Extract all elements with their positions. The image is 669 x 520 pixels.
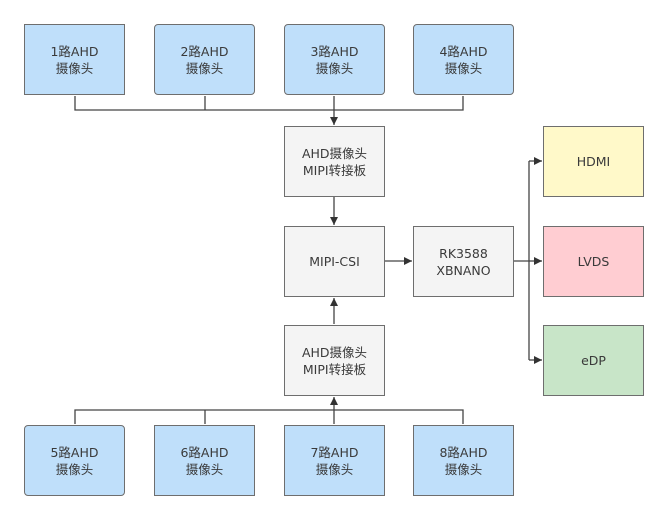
camera-3-node: 3路AHD 摄像头 [284,24,385,95]
processor-node: RK3588 XBNANO [413,226,514,297]
top-camera-bus [74,96,464,111]
camera-2-label: 2路AHD 摄像头 [180,43,229,76]
converter-top-node: AHD摄像头 MIPI转接板 [284,126,385,197]
mipi-csi-label: MIPI-CSI [309,254,360,269]
camera-8-label: 8路AHD 摄像头 [439,444,488,477]
camera-6-node: 6路AHD 摄像头 [154,425,255,496]
converter-top-label: AHD摄像头 MIPI转接板 [301,145,368,178]
output-edp-node: eDP [543,325,644,396]
camera-1-label: 1路AHD 摄像头 [50,43,99,76]
converter-bottom-label: AHD摄像头 MIPI转接板 [301,344,368,377]
processor-label: RK3588 XBNANO [436,245,491,278]
camera-4-label: 4路AHD 摄像头 [439,43,488,76]
bottom-camera-bus [74,409,464,424]
output-hdmi-label: HDMI [576,154,611,169]
camera-5-label: 5路AHD 摄像头 [50,444,99,477]
camera-3-label: 3路AHD 摄像头 [310,43,359,76]
output-edp-label: eDP [581,353,606,368]
camera-2-node: 2路AHD 摄像头 [154,24,255,95]
camera-6-label: 6路AHD 摄像头 [180,444,229,477]
mipi-csi-node: MIPI-CSI [284,226,385,297]
output-bus [514,161,530,360]
camera-7-label: 7路AHD 摄像头 [310,444,359,477]
converter-bottom-node: AHD摄像头 MIPI转接板 [284,325,385,396]
camera-4-node: 4路AHD 摄像头 [413,24,514,95]
output-lvds-node: LVDS [543,226,644,297]
camera-7-node: 7路AHD 摄像头 [284,425,385,496]
camera-5-node: 5路AHD 摄像头 [24,425,125,496]
camera-8-node: 8路AHD 摄像头 [413,425,514,496]
output-hdmi-node: HDMI [543,126,644,197]
camera-1-node: 1路AHD 摄像头 [24,24,125,95]
output-lvds-label: LVDS [577,254,610,269]
